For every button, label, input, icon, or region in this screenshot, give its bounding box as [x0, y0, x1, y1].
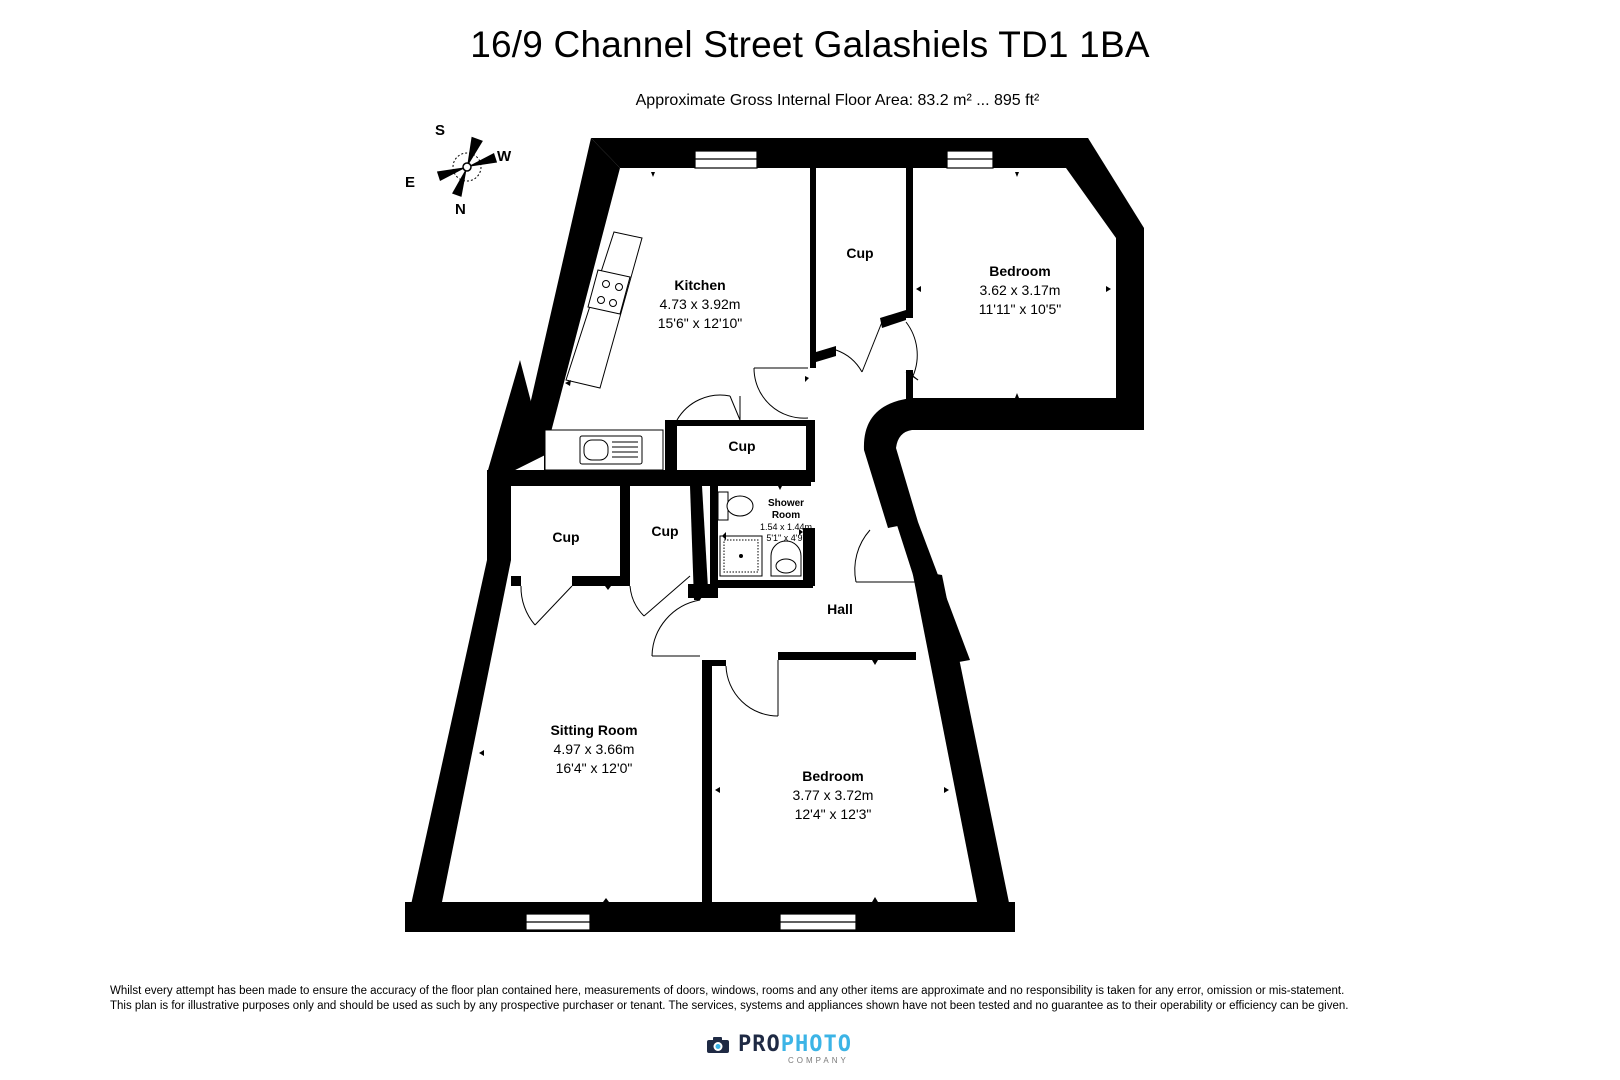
shower-name-2: Room: [772, 510, 800, 521]
sink-icon: [579, 435, 643, 465]
cup-kitchen-label: Cup: [728, 438, 755, 454]
shower-metric: 1.54 x 1.44m: [760, 522, 812, 532]
shower-tray-icon: [719, 535, 763, 577]
camera-icon: [707, 1037, 729, 1053]
room-label-shower: Shower Room 1.54 x 1.44m 5'1" x 4'9": [760, 498, 812, 543]
kitchen-name: Kitchen: [674, 277, 725, 293]
compass-s: S: [435, 122, 445, 139]
cup-mid-label: Cup: [651, 523, 678, 539]
cup-top-label: Cup: [846, 245, 873, 261]
bedroom1-metric: 3.62 x 3.17m: [980, 282, 1061, 298]
sitting-metric: 4.97 x 3.66m: [554, 741, 635, 757]
compass-w: W: [497, 148, 512, 165]
door-swings: [520, 321, 919, 717]
room-label-sitting-room: Sitting Room 4.97 x 3.66m 16'4" x 12'0": [550, 722, 637, 776]
exterior-walls: [405, 138, 1144, 932]
bathroom-fittings: [717, 491, 802, 577]
shower-name-1: Shower: [768, 498, 804, 509]
bedroom2-name: Bedroom: [802, 768, 863, 784]
sitting-name: Sitting Room: [550, 722, 637, 738]
compass-e: E: [405, 174, 415, 191]
compass-icon: S W E N: [405, 122, 512, 218]
kitchen-imperial: 15'6" x 12'10": [658, 315, 743, 331]
sitting-imperial: 16'4" x 12'0": [556, 760, 633, 776]
kitchen-fittings: [544, 231, 664, 471]
bedroom1-name: Bedroom: [989, 263, 1050, 279]
logo-wordmark: PROPHOTO: [738, 1032, 852, 1057]
interior-walls: [511, 168, 916, 902]
page-title: 16/9 Channel Street Galashiels TD1 1BA: [470, 24, 1150, 65]
logo-part-2: PHOTO: [780, 1032, 852, 1057]
compass-n: N: [455, 201, 466, 218]
logo-subtitle: COMPANY: [788, 1056, 849, 1065]
logo-part-1: PRO: [738, 1032, 781, 1057]
room-label-bedroom-2: Bedroom 3.77 x 3.72m 12'4" x 12'3": [793, 768, 874, 822]
floor-area-subtitle: Approximate Gross Internal Floor Area: 8…: [635, 92, 1040, 109]
prophoto-logo: PROPHOTO COMPANY: [706, 1032, 866, 1070]
dimension-markers: [479, 172, 1111, 902]
windows: [525, 150, 994, 931]
room-label-bedroom-1: Bedroom 3.62 x 3.17m 11'11" x 10'5": [979, 263, 1062, 317]
room-label-kitchen: Kitchen 4.73 x 3.92m 15'6" x 12'10": [658, 277, 743, 331]
shower-imperial: 5'1" x 4'9": [766, 533, 805, 543]
disclaimer-line-1: Whilst every attempt has been made to en…: [110, 985, 1345, 997]
cup-left-label: Cup: [552, 529, 579, 545]
kitchen-metric: 4.73 x 3.92m: [660, 296, 741, 312]
disclaimer: Whilst every attempt has been made to en…: [110, 984, 1550, 1014]
bedroom2-imperial: 12'4" x 12'3": [795, 806, 872, 822]
disclaimer-line-2: This plan is for illustrative purposes o…: [110, 1000, 1349, 1012]
hall-label: Hall: [827, 601, 853, 617]
basin-icon: [770, 540, 802, 577]
bedroom1-imperial: 11'11" x 10'5": [979, 301, 1062, 317]
hob-icon: [587, 269, 631, 315]
toilet-icon: [717, 491, 754, 521]
bedroom2-metric: 3.77 x 3.72m: [793, 787, 874, 803]
